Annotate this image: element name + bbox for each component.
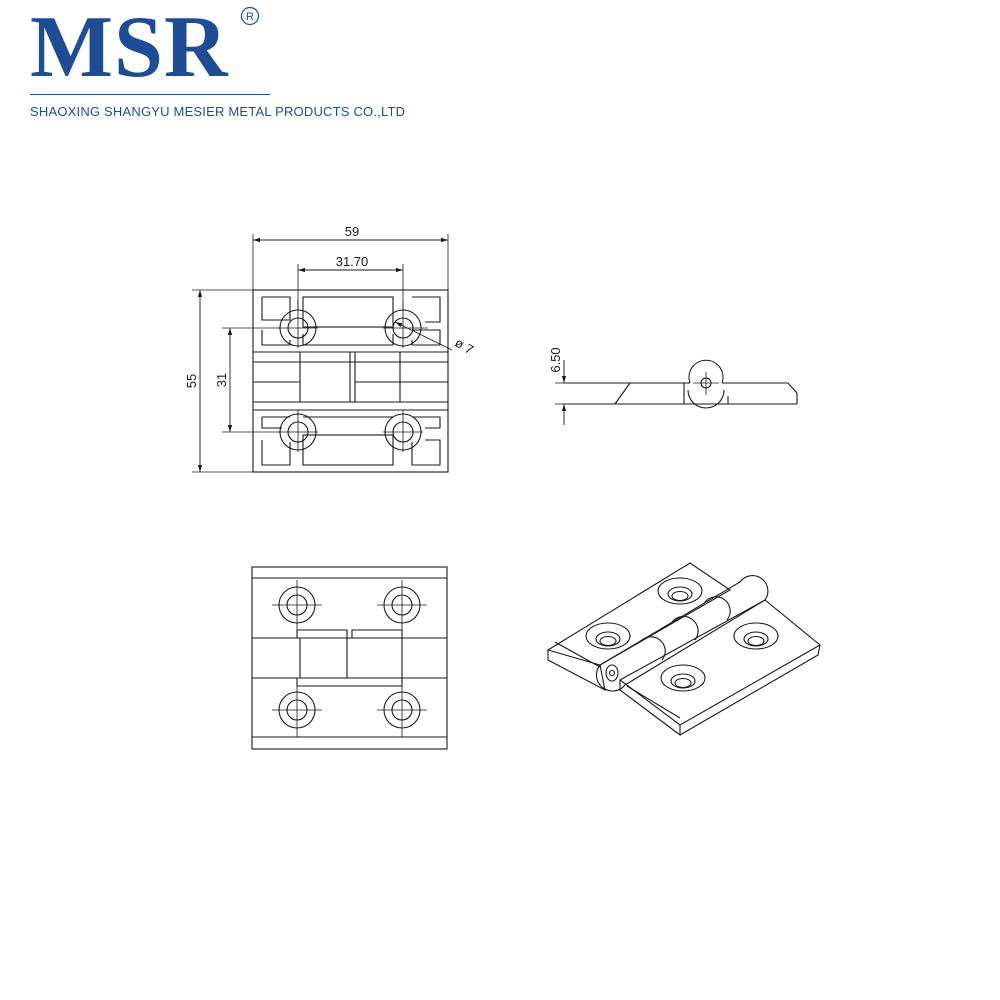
dimension-hole-diameter: ø 7 bbox=[452, 335, 476, 357]
screw-hole bbox=[585, 622, 631, 650]
registered-trademark-icon: R bbox=[240, 6, 260, 26]
screw-hole bbox=[733, 622, 779, 650]
dimension-hole-spacing-y: 31 bbox=[214, 373, 229, 387]
company-name: SHAOXING SHANGYU MESIER METAL PRODUCTS C… bbox=[30, 104, 406, 119]
dimension-hole-spacing-x: 31.70 bbox=[336, 254, 369, 269]
front-view: 59 31.70 55 31 ø 7 bbox=[184, 224, 476, 473]
screw-hole bbox=[377, 580, 427, 630]
screw-hole bbox=[383, 300, 428, 348]
logo-underline bbox=[30, 94, 270, 95]
dimension-overall-width: 59 bbox=[345, 224, 359, 239]
screw-hole bbox=[377, 686, 427, 737]
svg-text:R: R bbox=[246, 11, 254, 23]
screw-hole bbox=[660, 664, 706, 692]
company-logo: MSR bbox=[30, 0, 229, 96]
screw-hole bbox=[383, 410, 423, 452]
screw-hole bbox=[272, 686, 322, 737]
side-view: 6.50 bbox=[548, 347, 798, 425]
screw-hole bbox=[272, 580, 322, 630]
screw-hole bbox=[657, 577, 703, 605]
isometric-view bbox=[546, 562, 821, 737]
dimension-thickness: 6.50 bbox=[548, 347, 563, 372]
screw-hole bbox=[278, 410, 318, 452]
back-view bbox=[251, 566, 448, 750]
dimension-overall-height: 55 bbox=[184, 374, 199, 388]
